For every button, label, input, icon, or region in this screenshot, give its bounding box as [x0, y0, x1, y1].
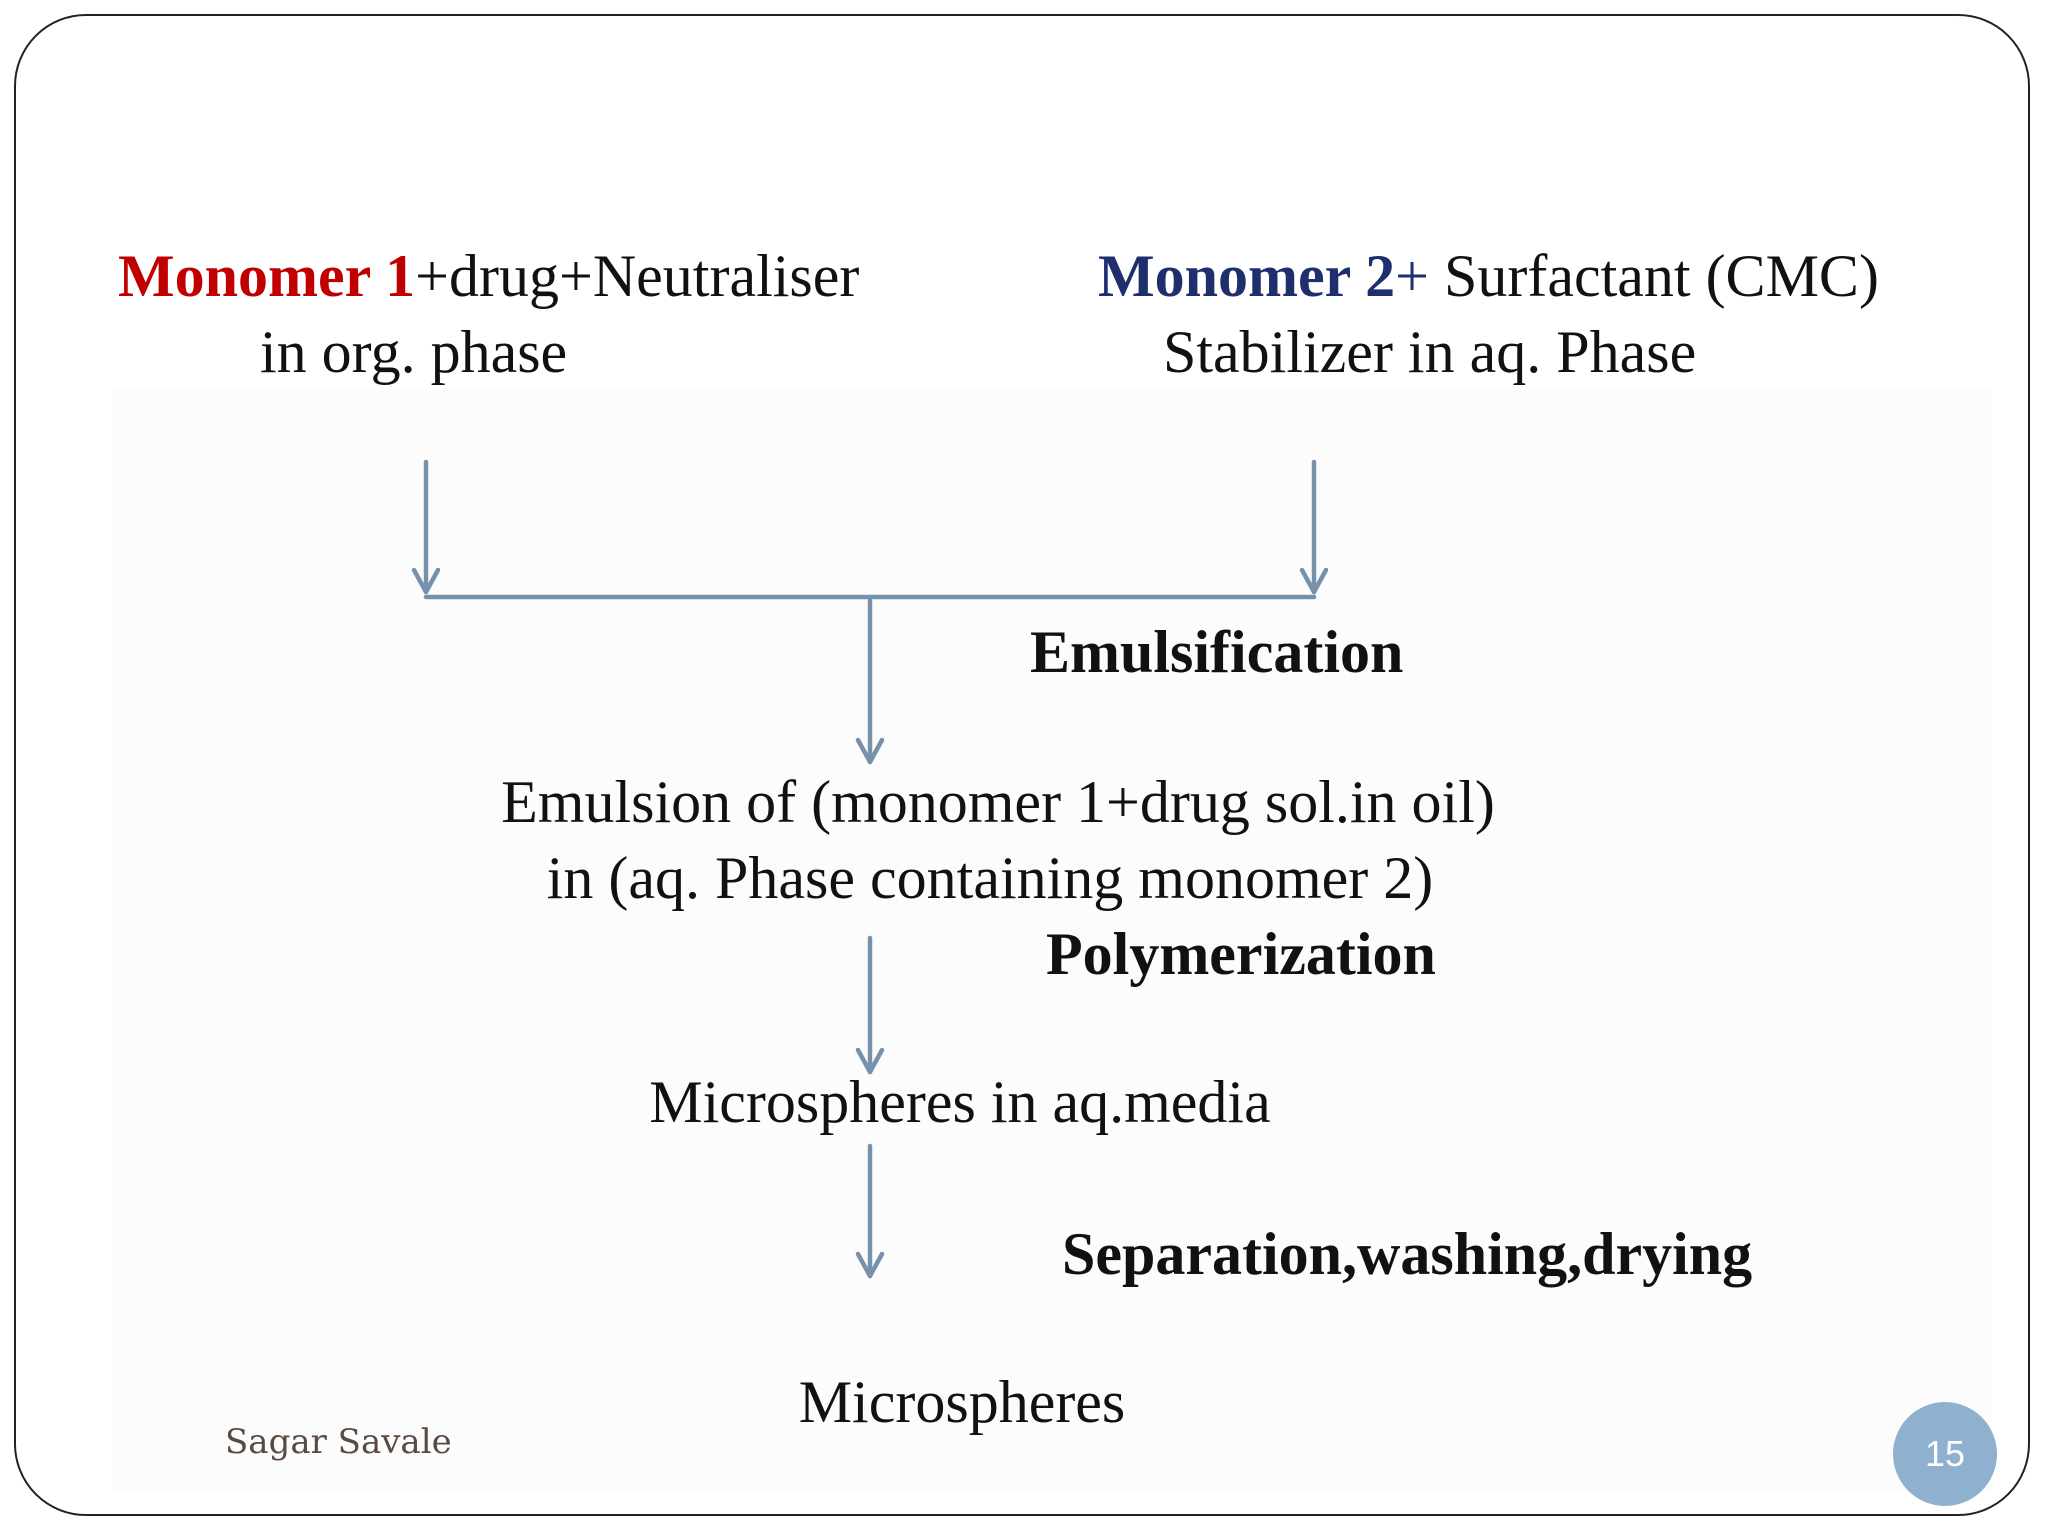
monomer-1-additives: +drug+Neutraliser: [415, 243, 860, 309]
monomer-2-plus: +: [1395, 243, 1430, 309]
author-name: Sagar Savale: [225, 1422, 452, 1462]
aq-phase-label: Stabilizer in aq. Phase: [1163, 319, 1697, 385]
monomer-2-additives: Surfactant (CMC): [1429, 243, 1879, 309]
page-number-badge: 15: [1893, 1402, 1997, 1506]
microspheres-aq-media: Microspheres in aq.media: [649, 1069, 1271, 1135]
emulsion-line-2: in (aq. Phase containing monomer 2): [546, 845, 1434, 911]
separation-label: Separation,washing,drying: [1062, 1221, 1753, 1287]
page-number: 15: [1924, 1433, 1966, 1474]
polymerization-arrow-head: [855, 1047, 885, 1075]
monomer-1-line: Monomer 1+drug+Neutraliser: [118, 246, 859, 306]
emulsion-line-1: Emulsion of (monomer 1+drug sol.in oil): [501, 769, 1495, 835]
separation-arrow-head: [855, 1251, 885, 1279]
polymerization-label: Polymerization: [1046, 921, 1436, 987]
microspheres-final: Microspheres: [798, 1369, 1126, 1435]
monomer-2-line: Monomer 2+ Surfactant (CMC): [1098, 246, 1879, 306]
left-arrow-head: [411, 567, 441, 595]
monomer-1-label: Monomer 1: [118, 243, 416, 309]
org-phase-label: in org. phase: [260, 319, 568, 385]
emulsification-arrow-head: [855, 737, 885, 765]
emulsification-label: Emulsification: [1030, 619, 1404, 685]
monomer-2-label: Monomer 2: [1098, 243, 1396, 309]
right-arrow-head: [1299, 567, 1329, 595]
